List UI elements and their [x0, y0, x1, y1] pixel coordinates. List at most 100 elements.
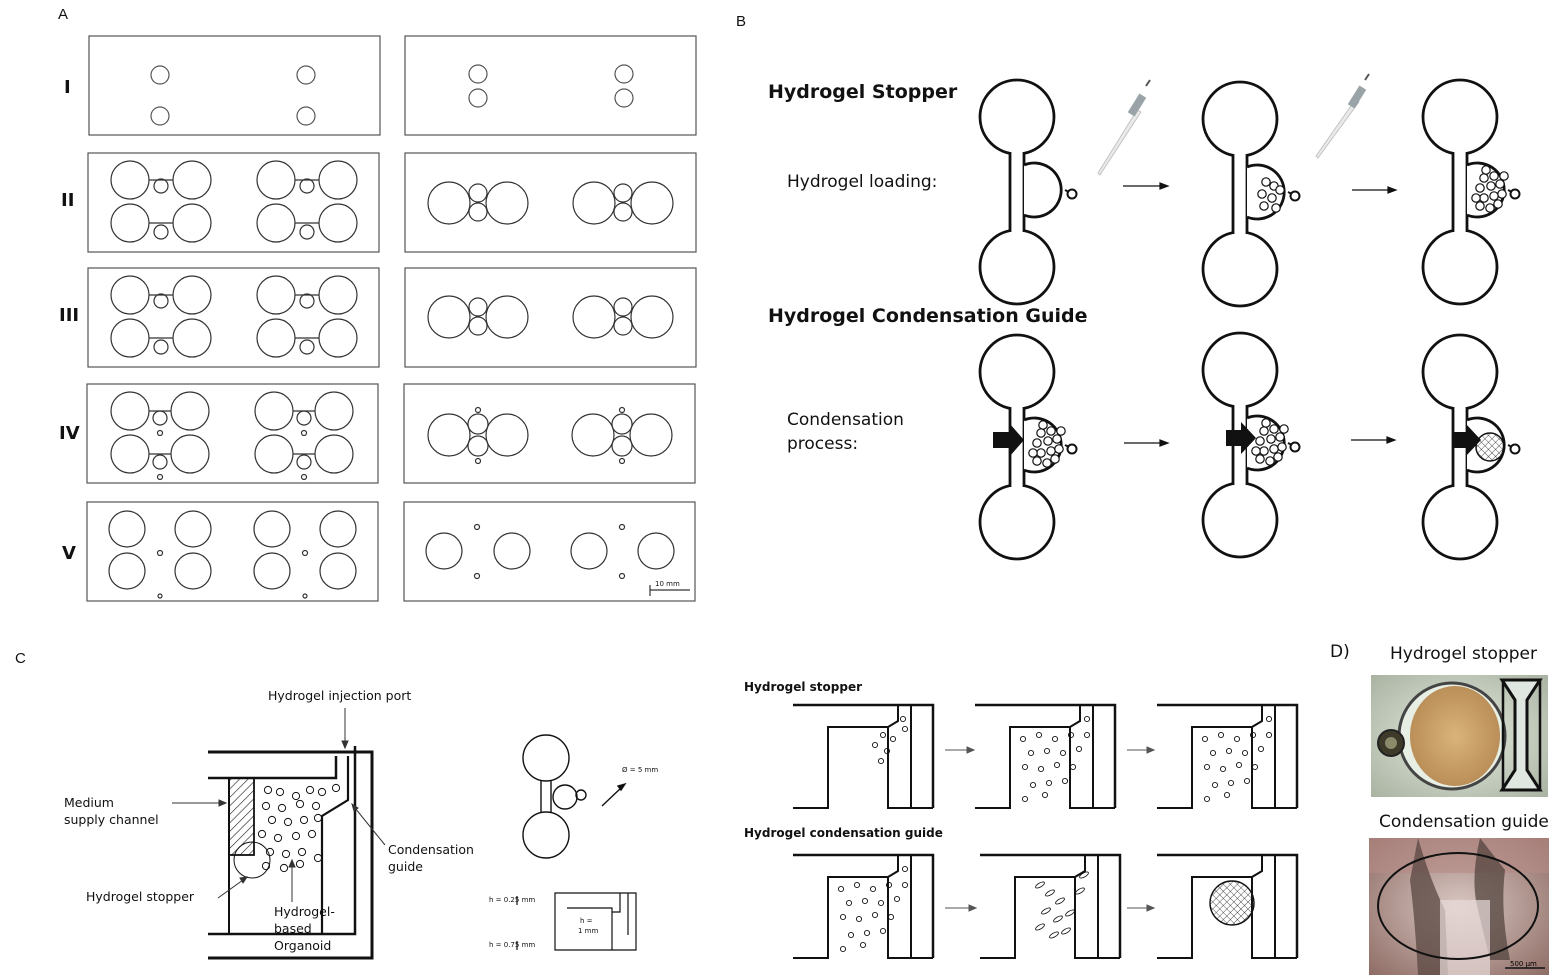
c-cell [312, 802, 319, 809]
b-cell [1266, 457, 1274, 465]
b-cell [1260, 447, 1268, 455]
b-cell [1260, 202, 1268, 210]
c-cell [880, 928, 885, 933]
c-seq-box [980, 855, 1120, 958]
c-cell [1062, 778, 1067, 783]
c-cell [1224, 792, 1229, 797]
c-cell [298, 848, 305, 855]
c-cell [308, 830, 315, 837]
c-cell-streak [1035, 923, 1046, 931]
b-cell [1270, 445, 1278, 453]
c-seq-inner [980, 877, 1075, 958]
c-cross-section [172, 708, 385, 958]
c-cell [1076, 746, 1081, 751]
b-cell [1055, 445, 1063, 453]
c-cell [1234, 736, 1239, 741]
b-cell [1262, 419, 1270, 427]
b-device-channel-fill [1233, 152, 1247, 236]
c-cell [848, 932, 853, 937]
c-cell [314, 814, 321, 821]
b-cell [1487, 182, 1495, 190]
b-device-chamber [1024, 163, 1061, 217]
c-cell [300, 816, 307, 823]
panel-a-dumbbells [109, 161, 674, 598]
b-cell [1037, 429, 1045, 437]
b-device-channel-fill [1010, 150, 1024, 234]
b-cell [1480, 174, 1488, 182]
b-step-arrows [1123, 183, 1396, 446]
c-cell [1052, 736, 1057, 741]
c-cell [1266, 716, 1271, 721]
c-cell-streak [1075, 887, 1086, 895]
b-cell [1033, 439, 1041, 447]
c-cell [284, 818, 291, 825]
c-cell [1242, 750, 1247, 755]
c-cell [838, 886, 843, 891]
c-cell [1060, 750, 1065, 755]
b-cell [1043, 459, 1051, 467]
b-device-bottom-well [980, 230, 1054, 304]
c-cell [846, 900, 851, 905]
c-cell [862, 898, 867, 903]
c-cell-streak [1049, 931, 1060, 939]
c-cell [1036, 732, 1041, 737]
c-cell [268, 816, 275, 823]
b-condensed-gel [1476, 433, 1504, 461]
c-cell [1226, 748, 1231, 753]
c-cell [266, 848, 273, 855]
c-cell [1210, 750, 1215, 755]
b-device [1203, 333, 1300, 557]
b-cell [1490, 192, 1498, 200]
c-cell [864, 930, 869, 935]
c-cell [878, 758, 883, 763]
pipette-icon [1098, 80, 1150, 175]
b-cell [1044, 437, 1052, 445]
c-cell [1266, 732, 1271, 737]
b-cell [1494, 200, 1502, 208]
c-cell [1084, 732, 1089, 737]
c-cell [902, 726, 907, 731]
c-cell [1212, 782, 1217, 787]
c-cell [902, 882, 907, 887]
c-cell [1204, 764, 1209, 769]
b-cell [1472, 194, 1480, 202]
c-cell [1252, 764, 1257, 769]
c-cell [840, 914, 845, 919]
b-cell [1272, 204, 1280, 212]
c-cell [870, 886, 875, 891]
c-cell [282, 850, 289, 857]
c-cell [296, 800, 303, 807]
c-cell [888, 914, 893, 919]
b-cell [1057, 427, 1065, 435]
b-device-bottom-well [980, 485, 1054, 559]
b-cell [1490, 172, 1498, 180]
b-cell [1033, 457, 1041, 465]
b-device-bottom-well [1203, 483, 1277, 557]
c-cell [1228, 780, 1233, 785]
b-device-bottom-well [1423, 485, 1497, 559]
b-cell [1256, 437, 1264, 445]
c-seq-box [793, 705, 933, 808]
b-cell [1476, 202, 1484, 210]
b-cell [1270, 425, 1278, 433]
c-cell-streak [1053, 915, 1064, 923]
b-cell [1267, 435, 1275, 443]
b-cell [1258, 190, 1266, 198]
c-cell [880, 732, 885, 737]
c-cell [292, 792, 299, 799]
c-seq-inner [793, 727, 888, 808]
b-cell [1278, 443, 1286, 451]
c-cell-streak [1035, 881, 1046, 889]
c-cell [332, 784, 339, 791]
b-device [1203, 82, 1300, 306]
b-cell [1037, 449, 1045, 457]
c-cell [854, 882, 859, 887]
c-cell [318, 788, 325, 795]
c-cell [314, 854, 321, 861]
c-cell [274, 834, 281, 841]
c-cell [262, 802, 269, 809]
c-profile [517, 893, 636, 950]
b-cell [1486, 204, 1494, 212]
b-device-top-well [1423, 335, 1497, 409]
c-seq-arrows [945, 747, 1154, 911]
